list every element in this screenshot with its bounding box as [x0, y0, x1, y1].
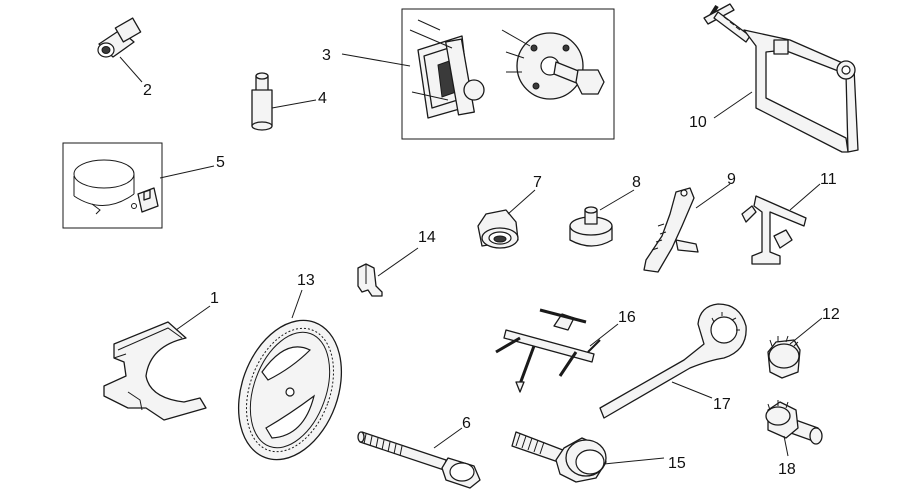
callout-10: 10 — [689, 91, 753, 131]
part-15-threaded-adapter — [511, 431, 607, 483]
label-5: 5 — [216, 154, 225, 171]
part-17-spanner — [599, 303, 747, 419]
callout-6: 6 — [433, 415, 471, 449]
part-1-crescent-plate — [103, 321, 207, 421]
callout-17: 17 — [671, 381, 731, 413]
label-9: 9 — [727, 171, 736, 188]
label-10: 10 — [689, 114, 707, 131]
label-2: 2 — [143, 82, 152, 99]
callout-15: 15 — [603, 455, 686, 472]
part-8-disc-tool — [569, 206, 613, 247]
label-11: 11 — [820, 171, 837, 188]
part-18-stepped-sleeve — [765, 400, 823, 445]
part-13-degree-wheel — [237, 319, 343, 461]
label-3: 3 — [322, 47, 331, 64]
label-16: 16 — [618, 309, 636, 326]
callout-2: 2 — [119, 56, 152, 99]
part-9-lock-tool — [643, 187, 699, 273]
label-14: 14 — [418, 229, 436, 246]
label-4: 4 — [318, 90, 327, 107]
label-17: 17 — [713, 396, 731, 413]
callout-12: 12 — [789, 306, 840, 345]
part-6-long-bolt — [357, 431, 481, 489]
part-10-c-clamp — [703, 3, 859, 153]
callout-16: 16 — [589, 309, 636, 347]
label-13: 13 — [297, 272, 315, 289]
label-12: 12 — [822, 306, 840, 323]
part-5-band-kit — [62, 142, 163, 229]
callout-4: 4 — [271, 90, 327, 109]
part-14-bent-plate — [357, 263, 383, 297]
part-7-cup — [477, 209, 519, 249]
part-3-puller-kit — [401, 8, 615, 140]
part-16-pin-puller — [495, 308, 601, 393]
callout-8: 8 — [599, 174, 641, 211]
callout-7: 7 — [507, 174, 542, 215]
part-4-pin — [251, 72, 273, 131]
label-8: 8 — [632, 174, 641, 191]
part-11-bracket — [741, 195, 807, 265]
callout-3: 3 — [322, 47, 411, 67]
callout-1: 1 — [175, 290, 219, 331]
part-12-gear-sleeve — [767, 335, 801, 379]
callout-18: 18 — [778, 435, 796, 478]
label-1: 1 — [210, 290, 219, 307]
callout-13: 13 — [291, 272, 315, 319]
callout-9: 9 — [695, 171, 736, 209]
callout-11: 11 — [789, 171, 837, 211]
label-7: 7 — [533, 174, 542, 191]
part-2-bushing — [97, 17, 142, 58]
label-15: 15 — [668, 455, 686, 472]
label-6: 6 — [462, 415, 471, 432]
callout-14: 14 — [377, 229, 436, 277]
label-18: 18 — [778, 461, 796, 478]
callout-5: 5 — [159, 154, 225, 179]
